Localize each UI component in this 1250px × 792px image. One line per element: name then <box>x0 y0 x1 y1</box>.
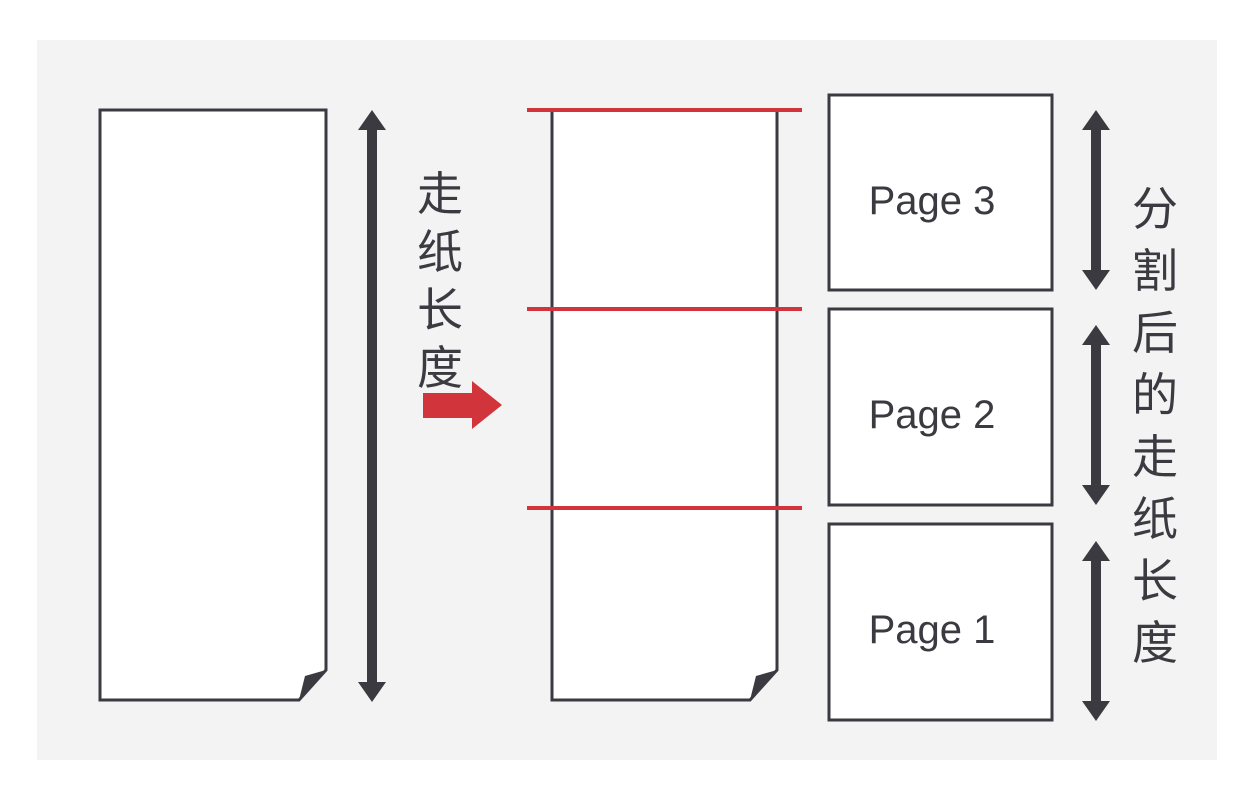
double-arrow-icon <box>358 110 386 702</box>
label-text: Page 3 <box>869 179 996 223</box>
label-text: Page 2 <box>869 393 996 437</box>
label-text: 后 <box>1132 306 1178 360</box>
label-text: 长 <box>417 283 463 337</box>
double-arrow-icon <box>1082 541 1110 721</box>
page-3: Page 3 <box>827 93 1054 292</box>
label-text: 走 <box>417 167 463 221</box>
page-1: Page 1 <box>827 522 1054 722</box>
page-2: Page 2 <box>827 307 1054 507</box>
label-text: 的 <box>1132 368 1178 422</box>
page-fold-icon <box>750 670 777 700</box>
label-text: Page 1 <box>869 608 996 652</box>
label-text: 分 <box>1132 182 1178 236</box>
page-fold-icon <box>299 670 326 700</box>
right-arrow-icon <box>423 381 502 429</box>
label-text: 度 <box>1132 616 1178 670</box>
right-label: 分 割 后 的 走 纸 长 度 <box>1132 182 1178 670</box>
cut-paper <box>527 108 802 702</box>
label-text: 割 <box>1132 244 1178 298</box>
label-text: 纸 <box>1132 492 1178 546</box>
left-label: 走 纸 长 度 <box>417 167 463 395</box>
double-arrow-icon <box>1082 110 1110 290</box>
double-arrow-icon <box>1082 325 1110 505</box>
label-text: 度 <box>417 341 463 395</box>
label-text: 长 <box>1132 554 1178 608</box>
original-paper <box>98 108 328 702</box>
label-text: 走 <box>1132 430 1178 484</box>
label-text: 纸 <box>417 225 463 279</box>
